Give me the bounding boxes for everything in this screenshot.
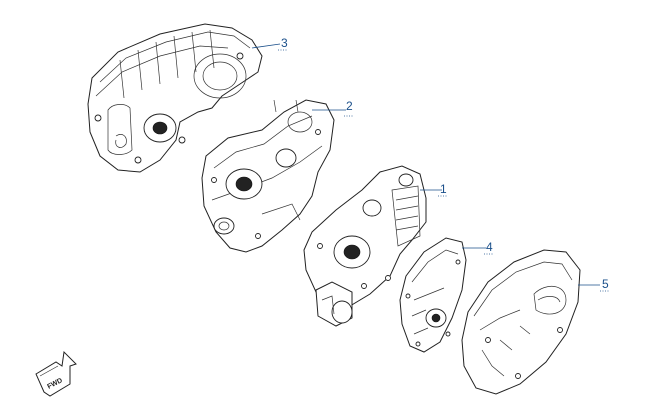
part-1-crankcase-half[interactable] (303, 165, 427, 327)
callout-1[interactable]: 1 (420, 182, 448, 197)
callout-4[interactable]: 4 (462, 240, 494, 255)
part-3-cvt-housing[interactable] (87, 23, 263, 173)
callout-3-label: 3 (281, 36, 288, 50)
callout-5-label: 5 (602, 277, 609, 291)
callout-5[interactable]: 5 (578, 277, 610, 292)
part-2-crankcase-half[interactable] (201, 99, 335, 253)
forward-direction-icon: FWD (35, 350, 77, 397)
callout-2-label: 2 (346, 99, 353, 113)
callout-2[interactable]: 2 (312, 99, 354, 117)
part-5-cvt-outer-cover[interactable] (461, 249, 581, 395)
callout-1-label: 1 (440, 182, 447, 196)
part-4-side-cover[interactable] (399, 237, 467, 353)
callout-3[interactable]: 3 (251, 36, 288, 51)
callout-4-label: 4 (486, 240, 493, 254)
